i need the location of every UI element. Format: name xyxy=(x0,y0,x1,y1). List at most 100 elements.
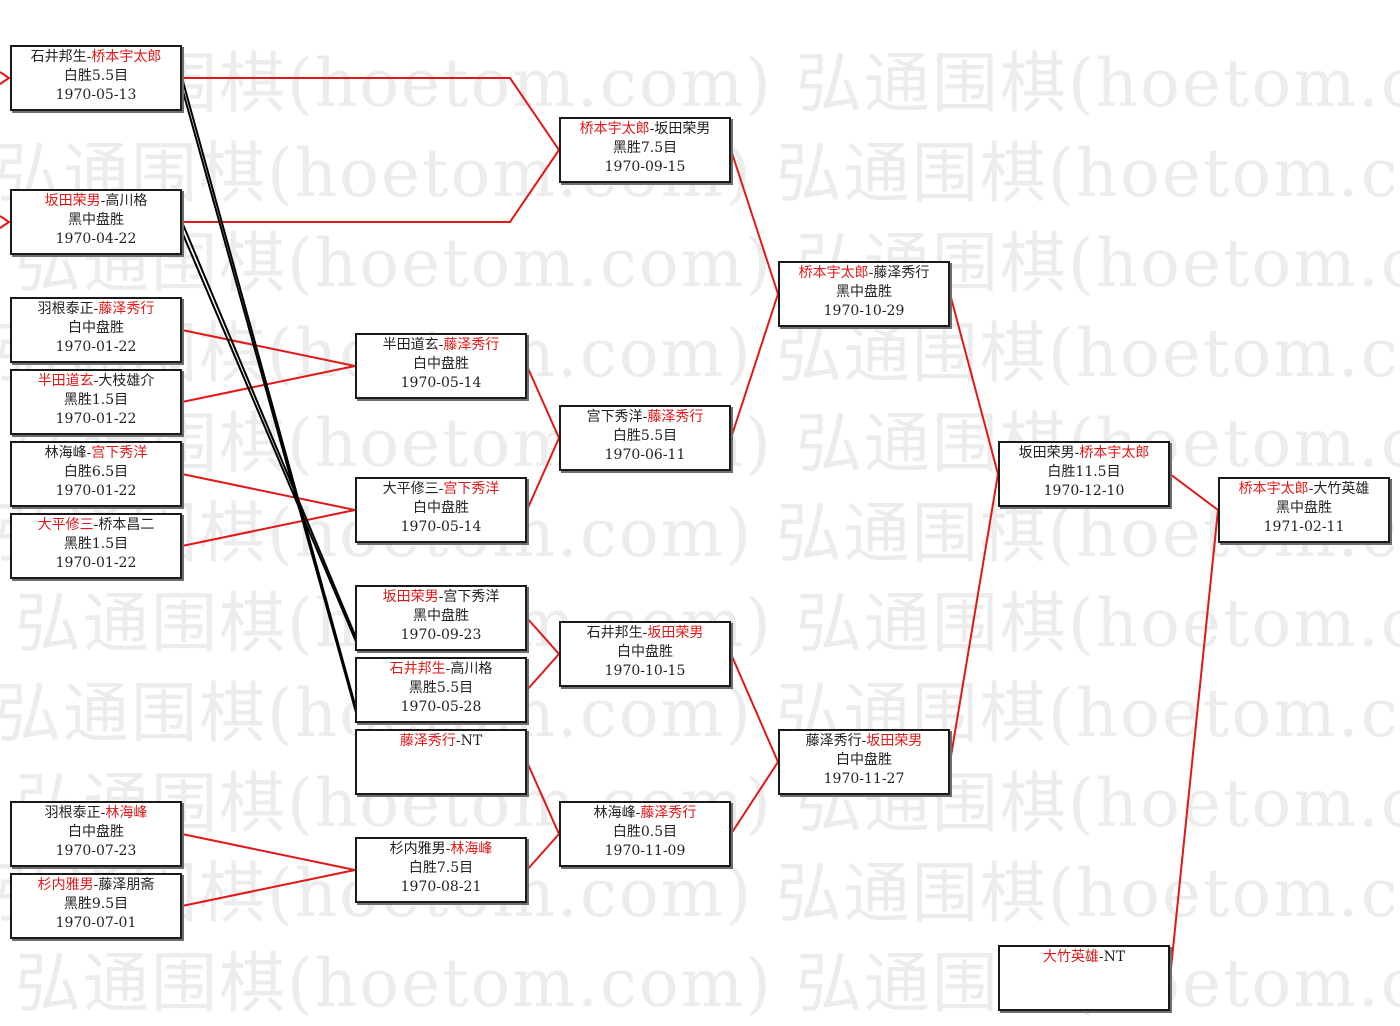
player-black: 坂田荣男 xyxy=(1018,445,1075,461)
bracket-line-win xyxy=(181,833,356,871)
player-separator: - xyxy=(438,337,444,353)
player-white: 宫下秀洋 xyxy=(443,589,500,605)
bracket-line-win xyxy=(181,329,356,367)
player-separator: - xyxy=(93,877,99,893)
player-separator: - xyxy=(93,517,99,533)
player-black: 半田道玄 xyxy=(37,373,94,389)
player-black: 坂田荣男 xyxy=(382,589,439,605)
player-black: 林海峰 xyxy=(593,805,636,821)
match-players: 桥本宇太郎-坂田荣男 xyxy=(561,120,729,139)
bracket-line-win xyxy=(526,617,560,655)
match-result: 黑胜1.5目 xyxy=(63,392,129,408)
bracket-line-win xyxy=(1169,473,1219,511)
match-date: 1970-09-15 xyxy=(604,159,686,175)
match-box: 藤泽秀行-NT xyxy=(355,729,527,795)
bracket-line-win xyxy=(526,365,560,439)
match-date: 1970-07-23 xyxy=(55,843,137,859)
player-black: 杉内雅男 xyxy=(389,841,446,857)
player-separator: - xyxy=(1308,481,1314,497)
match-result: 白中盘胜 xyxy=(413,500,469,516)
bracket-line-win xyxy=(730,293,779,439)
match-result: 黑中盘胜 xyxy=(68,212,124,228)
player-white: 坂田荣男 xyxy=(654,121,711,137)
match-players: 藤泽秀行-NT xyxy=(357,732,525,751)
bracket-line-win xyxy=(182,149,560,223)
match-date: 1970-11-27 xyxy=(823,771,905,787)
player-white: 藤泽秀行 xyxy=(640,805,697,821)
match-result: 黑胜7.5目 xyxy=(612,140,678,156)
match-result: 黑胜5.5目 xyxy=(408,680,474,696)
player-black: 桥本宇太郎 xyxy=(1238,481,1309,497)
player-white: 大竹英雄 xyxy=(1313,481,1370,497)
player-separator: - xyxy=(86,445,92,461)
match-date: 1970-01-22 xyxy=(55,411,137,427)
bracket-arrow xyxy=(0,215,11,229)
player-black: 大平修三 xyxy=(382,481,439,497)
player-separator: - xyxy=(445,841,451,857)
player-black: 石井邦生 xyxy=(586,625,643,641)
match-result: 白中盘胜 xyxy=(413,356,469,372)
player-separator: - xyxy=(649,121,655,137)
player-separator: - xyxy=(1098,949,1104,965)
match-box: 坂田荣男-高川格黑中盘胜 1970-04-22 xyxy=(10,189,182,255)
match-date: 1970-01-22 xyxy=(55,483,137,499)
player-black: 石井邦生 xyxy=(389,661,446,677)
match-result: 黑中盘胜 xyxy=(836,284,892,300)
player-white: 藤泽秀行 xyxy=(873,265,930,281)
match-players: 大平修三-桥本昌二 xyxy=(12,516,180,535)
match-players: 羽根泰正-藤泽秀行 xyxy=(12,300,180,319)
bracket-line-win xyxy=(181,509,356,547)
match-players: 坂田荣男-高川格 xyxy=(12,192,180,211)
player-white: 藤泽秀行 xyxy=(98,301,155,317)
player-black: 大平修三 xyxy=(37,517,94,533)
player-black: 杉内雅男 xyxy=(37,877,94,893)
match-date: 1970-04-22 xyxy=(55,231,137,247)
bracket-line-loss xyxy=(181,221,358,641)
bracket-line-win xyxy=(730,761,779,835)
match-players: 半田道玄-大枝雄介 xyxy=(12,372,180,391)
match-players: 大竹英雄-NT xyxy=(1000,948,1168,967)
match-players: 石井邦生-桥本宇太郎 xyxy=(12,48,180,67)
player-black: 桥本宇太郎 xyxy=(798,265,869,281)
player-white: 坂田荣男 xyxy=(866,733,923,749)
player-white: 宫下秀洋 xyxy=(91,445,148,461)
bracket-line-win xyxy=(949,473,999,763)
match-result: 白胜7.5目 xyxy=(408,860,474,876)
match-date: 1970-06-11 xyxy=(604,447,686,463)
match-players: 坂田荣男-桥本宇太郎 xyxy=(1000,444,1168,463)
player-white: 坂田荣男 xyxy=(647,625,704,641)
player-white: 桥本昌二 xyxy=(98,517,155,533)
match-date: 1970-05-14 xyxy=(400,519,482,535)
match-players: 林海峰-宫下秀洋 xyxy=(12,444,180,463)
bracket-line-win xyxy=(181,869,356,907)
match-players: 大平修三-宫下秀洋 xyxy=(357,480,525,499)
match-date: 1970-11-09 xyxy=(604,843,686,859)
bracket-line-win xyxy=(730,653,779,763)
match-result: 黑中盘胜 xyxy=(413,608,469,624)
match-date: 1970-01-22 xyxy=(55,339,137,355)
bracket-line-win xyxy=(1169,509,1219,979)
match-players: 桥本宇太郎-大竹英雄 xyxy=(1220,480,1388,499)
player-black: 桥本宇太郎 xyxy=(579,121,650,137)
player-separator: - xyxy=(642,409,648,425)
match-players: 藤泽秀行-坂田荣男 xyxy=(780,732,948,751)
player-black: 半田道玄 xyxy=(382,337,439,353)
match-players: 杉内雅男-藤泽朋斋 xyxy=(12,876,180,895)
match-result: 白胜5.5目 xyxy=(612,428,678,444)
bracket-line-loss xyxy=(181,87,358,717)
player-white: NT xyxy=(1103,949,1126,965)
player-black: 石井邦生 xyxy=(30,49,87,65)
player-separator: - xyxy=(86,49,92,65)
match-box: 大平修三-宫下秀洋白中盘胜 1970-05-14 xyxy=(355,477,527,543)
match-result xyxy=(357,751,525,770)
